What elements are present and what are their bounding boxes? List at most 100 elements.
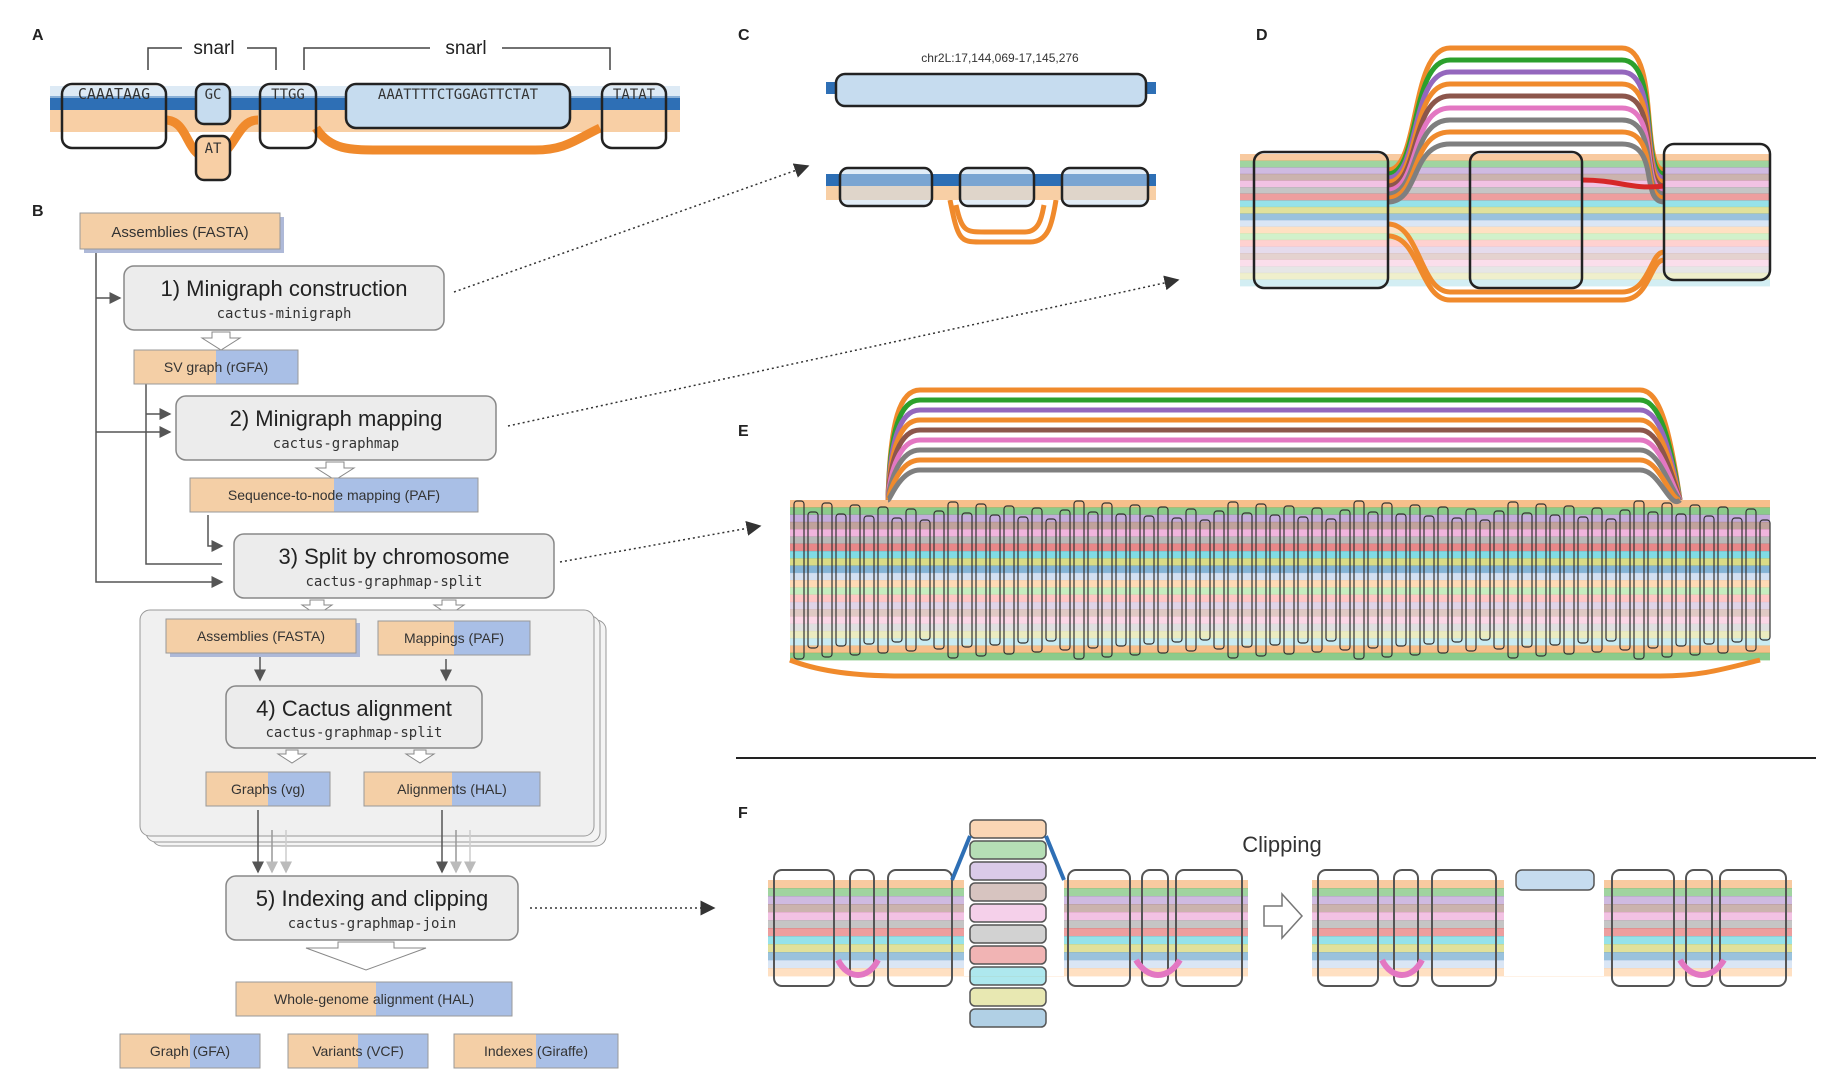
- f-bubble-node: [969, 882, 1047, 902]
- e-graph-node: [1087, 511, 1099, 649]
- e-path-loop: [789, 657, 1761, 679]
- step2-box: [175, 395, 497, 461]
- f-clipped-gap: [1504, 880, 1604, 976]
- assemblies-box: [79, 212, 281, 250]
- panel-c: chr2L:17,144,069-17,145,276: [826, 51, 1156, 245]
- f-bubble-node: [969, 1008, 1047, 1028]
- d-path-stripe: [1240, 226, 1770, 234]
- step3-box: [233, 533, 555, 599]
- f-bubble-edge: [950, 835, 1066, 881]
- mappings-fill-left: [378, 621, 454, 655]
- snarl-label-right: snarl: [445, 38, 486, 59]
- step2-title: 2) Minigraph mapping: [230, 406, 443, 431]
- e-path-loop: [885, 467, 1682, 505]
- e-graph-node: [1591, 507, 1603, 653]
- step2-cmd: cactus-graphmap: [273, 436, 399, 452]
- e-graph-node: [1353, 500, 1365, 660]
- e-path-loop: [885, 387, 1683, 501]
- f-bubble-gap: [964, 880, 1064, 976]
- graphs-box: [205, 771, 331, 807]
- gfa-fill-right: [190, 1034, 260, 1068]
- e-graph-node: [821, 502, 833, 658]
- e-graph-node: [1367, 511, 1379, 649]
- snarl-bracket-right: [303, 47, 611, 70]
- e-graph-node: [989, 514, 1001, 646]
- d-path-loop: [1387, 233, 1665, 303]
- step3-title: 3) Split by chromosome: [278, 544, 509, 569]
- panel-e: [789, 387, 1771, 679]
- d-node-right: [1662, 142, 1772, 282]
- panel-label-f: F: [738, 805, 748, 822]
- e-loops: [789, 387, 1761, 679]
- f-graph-node: [1175, 869, 1243, 987]
- region-label: chr2L:17,144,069-17,145,276: [921, 51, 1079, 65]
- node-label: CAAATAAG: [78, 85, 150, 103]
- e-graph-node: [1577, 516, 1589, 644]
- step5-title: 5) Indexing and clipping: [256, 886, 488, 911]
- e-graph-node: [1507, 501, 1519, 659]
- panel-label-b: B: [32, 203, 44, 220]
- mappings-fill-right: [454, 621, 530, 655]
- d-path-stripe: [1240, 193, 1770, 201]
- alignments-box: [363, 771, 541, 807]
- f-graph-node: [1611, 869, 1675, 987]
- e-graph-node: [1521, 512, 1533, 648]
- f-graph-node: [773, 869, 835, 987]
- d-path-stripe: [1240, 239, 1770, 247]
- e-graph-node: [1059, 509, 1071, 651]
- step1-title: 1) Minigraph construction: [160, 276, 407, 301]
- svgraph-line: [145, 384, 222, 565]
- d-path-stripe: [1240, 259, 1770, 267]
- e-graph-node: [1157, 506, 1169, 654]
- e-path-loop: [885, 447, 1682, 502]
- vcf-box: [287, 1033, 429, 1069]
- e-path-loop: [885, 407, 1683, 501]
- c-node-top: [834, 72, 1148, 108]
- e-graph-node: [1297, 516, 1309, 644]
- f-graph-node: [849, 869, 875, 987]
- e-graph-node: [891, 517, 903, 643]
- e-graph-node: [1143, 515, 1155, 645]
- e-graph-node: [1171, 517, 1183, 643]
- e-graph-node: [1283, 505, 1295, 655]
- e-graph-node: [1213, 510, 1225, 650]
- e-path-loop: [885, 457, 1681, 503]
- wga-fill-right: [376, 982, 512, 1016]
- f-bubble-node: [969, 987, 1047, 1007]
- d-path-stripe: [1240, 220, 1770, 227]
- c-node-1: [838, 166, 934, 208]
- e-graph-node: [1255, 503, 1267, 657]
- d-path-stripe: [1240, 200, 1770, 208]
- c-orange-loop: [947, 199, 1059, 245]
- e-graph-node: [919, 519, 931, 641]
- f-remaining-node: [1515, 869, 1595, 891]
- panel-label-d: D: [1256, 27, 1268, 44]
- node-label: AT: [205, 141, 222, 157]
- e-graph-node: [877, 506, 889, 654]
- e-graph-node: [1689, 504, 1701, 656]
- paf-fill-right: [334, 478, 478, 512]
- assemblies-label: Assemblies (FASTA): [111, 224, 248, 241]
- f-graph-node: [1685, 869, 1713, 987]
- d-path-stripe: [1240, 213, 1770, 221]
- wga-fill-left: [236, 982, 376, 1016]
- e-path-stripe: [790, 645, 1770, 654]
- paf-fill-left: [190, 478, 334, 512]
- e-graph-node: [1241, 512, 1253, 648]
- d-path-loop: [1581, 177, 1665, 190]
- e-graph-node: [1227, 501, 1239, 659]
- input-line-main: [95, 250, 224, 588]
- connector-step3-to-e: [559, 521, 762, 563]
- paf-line: [207, 515, 224, 552]
- f-bubble-node: [969, 840, 1047, 860]
- e-graph-node: [1073, 500, 1085, 660]
- step5-cmd: cactus-graphmap-join: [288, 916, 457, 932]
- f-graph-node: [887, 869, 953, 987]
- panel-d: [1240, 45, 1772, 303]
- f-graph-node: [1317, 869, 1379, 987]
- e-graph-node: [1395, 513, 1407, 647]
- vcf-fill-right: [358, 1034, 428, 1068]
- node-gc: [194, 82, 232, 126]
- f-bubble-node: [969, 945, 1047, 965]
- d-loops: [1387, 45, 1665, 303]
